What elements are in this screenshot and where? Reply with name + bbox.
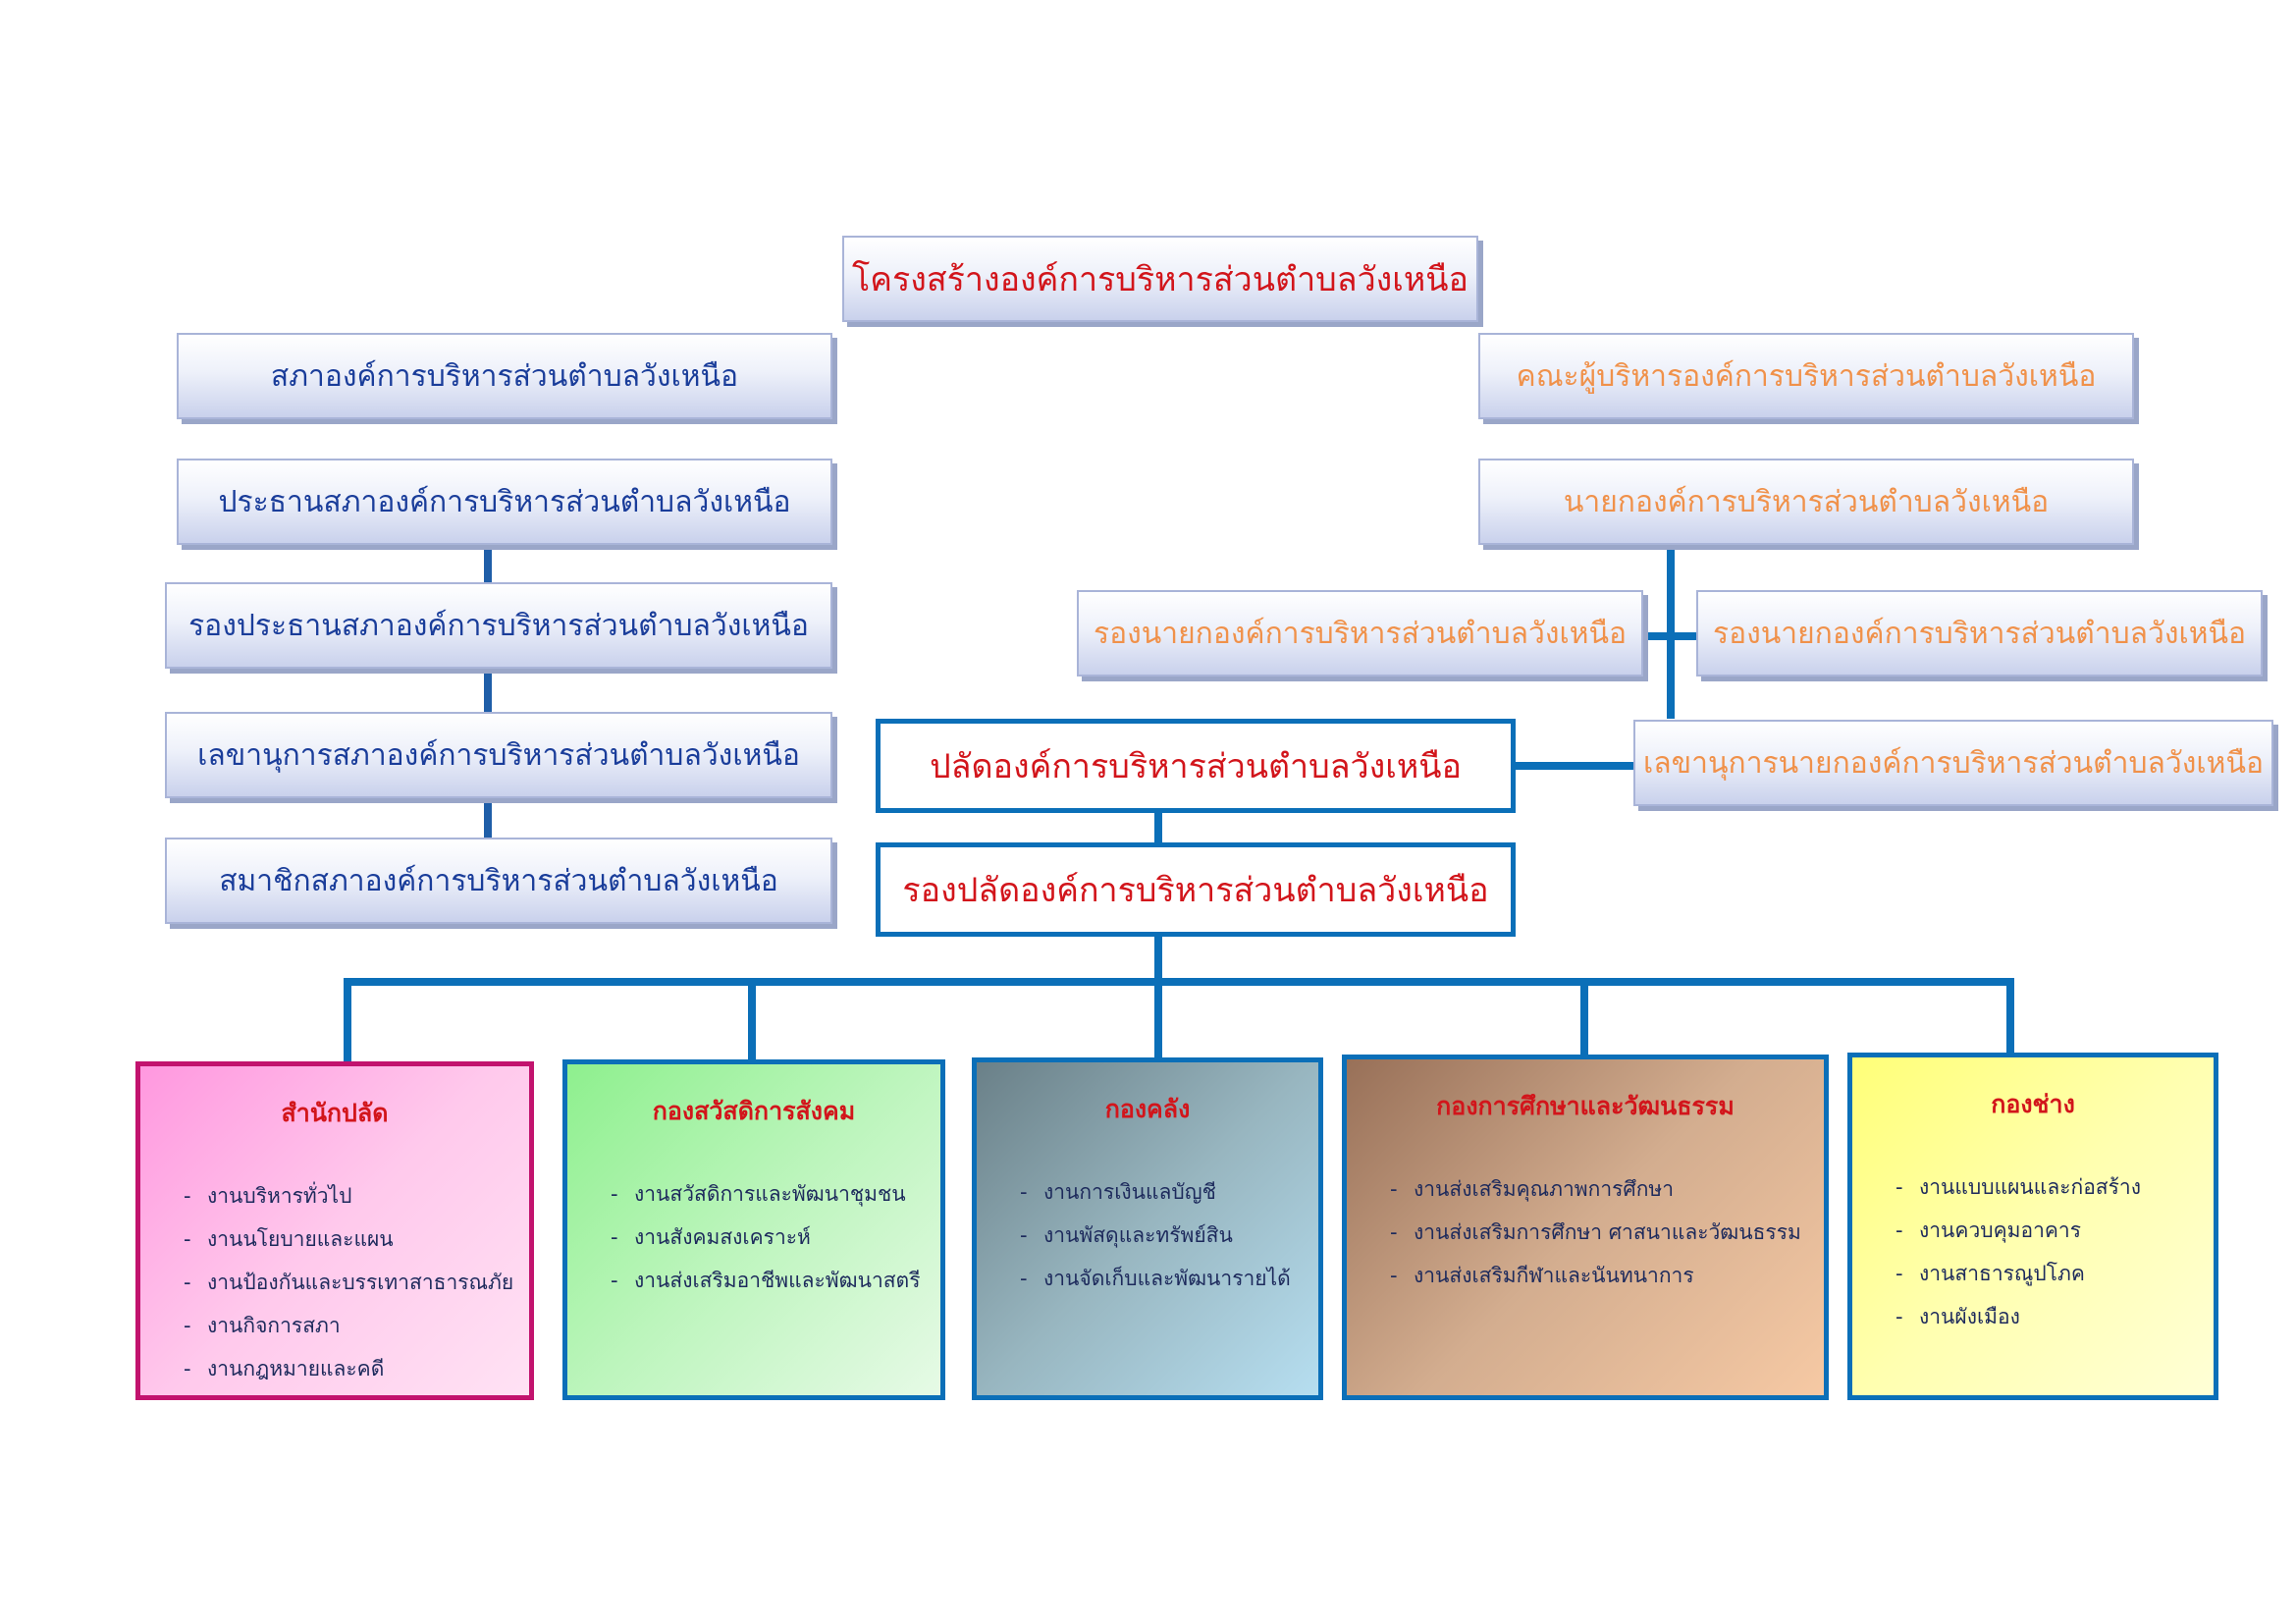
deputy-chief-down-connector [1154,935,1162,982]
department-title: กองช่าง [1991,1090,2075,1118]
council-secretary-box: เลขานุการสภาองค์การบริหารส่วนตำบลวังเหนื… [165,712,832,798]
department-education-culture: กองการศึกษาและวัฒนธรรม -งานส่งเสริมคุณภา… [1342,1055,1829,1400]
department-finance: กองคลัง -งานการเงินแลบัญชี -งานพัสดุและท… [972,1057,1323,1400]
drop-dept-4 [1580,978,1588,1056]
council-president-box: ประธานสภาองค์การบริหารส่วนตำบลวังเหนือ [177,459,832,545]
list-item: -งานสาธารณูปโภค [1896,1262,2085,1285]
department-title: กองการศึกษาและวัฒนธรรม [1436,1092,1735,1120]
drop-dept-1 [344,978,351,1062]
list-item: -งานป้องกันและบรรเทาสาธารณภัย [184,1271,514,1294]
department-task-list: -งานสวัสดิการและพัฒนาชุมชน -งานสังคมสงเค… [567,1172,940,1302]
deputy-mayor-right-box: รองนายกองค์การบริหารส่วนตำบลวังเหนือ [1696,590,2263,677]
department-title: กองคลัง [1104,1095,1191,1123]
department-task-list: -งานการเงินแลบัญชี -งานพัสดุและทรัพย์สิน… [977,1170,1318,1300]
department-social-welfare: กองสวัสดิการสังคม -งานสวัสดิการและพัฒนาช… [562,1059,945,1400]
list-item: -งานส่งเสริมคุณภาพการศึกษา [1390,1177,1675,1201]
council-connector-2 [484,666,492,715]
list-item: -งานผังเมือง [1896,1305,2020,1328]
department-task-list: -งานส่งเสริมคุณภาพการศึกษา -งานส่งเสริมก… [1347,1167,1824,1297]
chief-to-deputy-chief-connector [1154,811,1162,844]
list-item: -งานการเงินแลบัญชี [1020,1180,1216,1204]
deputy-chief-administrator-box: รองปลัดองค์การบริหารส่วนตำบลวังเหนือ [876,842,1516,937]
department-task-list: -งานบริหารทั่วไป -งานนโยบายและแผน -งานป้… [140,1174,529,1390]
list-item: -งานส่งเสริมการศึกษา ศาสนาและวัฒนธรรม [1390,1220,1801,1244]
list-item: -งานควบคุมอาคาร [1896,1218,2081,1242]
departments-horizontal-bus [344,978,2014,986]
list-item: -งานส่งเสริมกีฬาและนันทนาการ [1390,1264,1694,1287]
list-item: -งานนโยบายและแผน [184,1227,394,1251]
department-title: สำนักปลัด [281,1099,389,1127]
chief-to-secretary-connector [1514,762,1633,770]
chief-administrator-box: ปลัดองค์การบริหารส่วนตำบลวังเหนือ [876,719,1516,813]
council-members-box: สมาชิกสภาองค์การบริหารส่วนตำบลวังเหนือ [165,838,832,924]
executive-vertical-connector [1667,542,1675,719]
mayor-secretary-box: เลขานุการนายกองค์การบริหารส่วนตำบลวังเหน… [1633,720,2273,806]
drop-dept-5 [2006,978,2014,1055]
department-office-of-chief: สำนักปลัด -งานบริหารทั่วไป -งานนโยบายและ… [135,1061,534,1400]
list-item: -งานจัดเก็บและพัฒนารายได้ [1020,1267,1291,1290]
executive-head-box: คณะผู้บริหารองค์การบริหารส่วนตำบลวังเหนื… [1478,333,2134,419]
list-item: -งานกฎหมายและคดี [184,1357,385,1380]
drop-dept-2 [748,978,756,1060]
list-item: -งานสังคมสงเคราะห์ [611,1225,811,1249]
department-task-list: -งานแบบแผนและก่อสร้าง -งานควบคุมอาคาร -ง… [1852,1165,2214,1338]
department-engineering: กองช่าง -งานแบบแผนและก่อสร้าง -งานควบคุม… [1847,1053,2218,1400]
council-connector-1 [484,542,492,583]
department-title: กองสวัสดิการสังคม [652,1097,856,1125]
list-item: -งานกิจการสภา [184,1314,341,1337]
drop-dept-3 [1154,978,1162,1060]
deputy-mayor-left-box: รองนายกองค์การบริหารส่วนตำบลวังเหนือ [1077,590,1643,677]
list-item: -งานแบบแผนและก่อสร้าง [1896,1175,2141,1199]
council-vice-president-box: รองประธานสภาองค์การบริหารส่วนตำบลวังเหนื… [165,582,832,669]
list-item: -งานส่งเสริมอาชีพและพัฒนาสตรี [611,1269,921,1292]
list-item: -งานสวัสดิการและพัฒนาชุมชน [611,1182,906,1206]
page-title: โครงสร้างองค์การบริหารส่วนตำบลวังเหนือ [842,236,1478,322]
list-item: -งานบริหารทั่วไป [184,1184,352,1208]
deputy-horizontal-connector [1641,632,1696,640]
council-connector-3 [484,795,492,839]
council-head-box: สภาองค์การบริหารส่วนตำบลวังเหนือ [177,333,832,419]
mayor-box: นายกองค์การบริหารส่วนตำบลวังเหนือ [1478,459,2134,545]
list-item: -งานพัสดุและทรัพย์สิน [1020,1223,1233,1247]
